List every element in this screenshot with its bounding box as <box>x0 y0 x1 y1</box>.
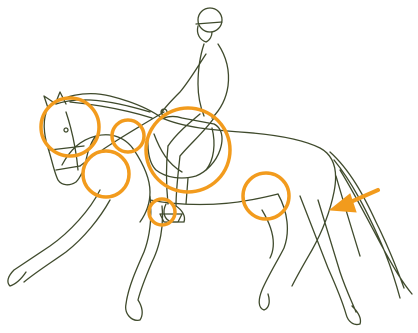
hind-leg-right <box>300 196 361 325</box>
horse-eye <box>64 128 68 132</box>
rider-torso <box>198 44 229 118</box>
rider-helmet-brim <box>196 22 222 24</box>
rider-face <box>197 26 212 42</box>
front-leg-left <box>8 190 110 286</box>
rider-helmet <box>198 8 222 32</box>
horse-tail <box>330 152 412 298</box>
highlight-stifle <box>243 173 289 219</box>
horse-bridle <box>50 112 84 170</box>
saddle-pad <box>154 128 214 172</box>
horse-head <box>44 108 96 185</box>
horse-mane <box>56 100 152 118</box>
highlight-throatlatch <box>83 151 129 197</box>
